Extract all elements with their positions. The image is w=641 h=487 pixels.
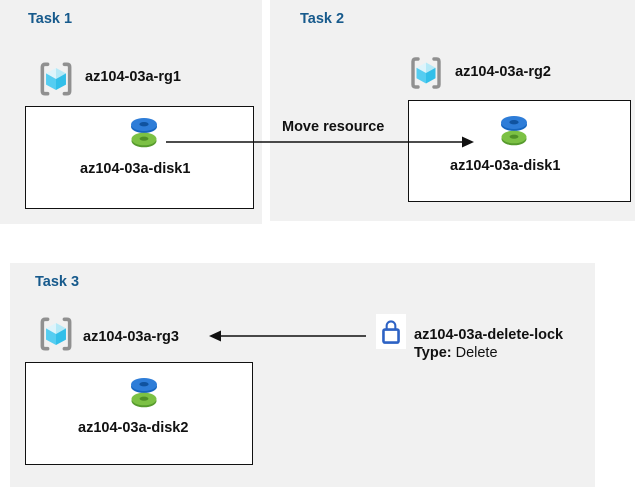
task2-disk-label: az104-03a-disk1 xyxy=(450,158,561,174)
resource-group-icon xyxy=(406,53,446,93)
move-resource-arrow xyxy=(166,134,476,150)
lock-chip xyxy=(376,314,406,349)
task1-disk-label: az104-03a-disk1 xyxy=(80,161,191,177)
task1-resource-group-label: az104-03a-rg1 xyxy=(85,69,181,85)
lock-arrow xyxy=(206,328,368,344)
lock-type-key: Type: xyxy=(414,345,452,361)
lock-icon xyxy=(378,317,404,347)
disk-icon xyxy=(496,112,532,148)
disk-icon xyxy=(126,374,162,410)
task2-panel: Task 2 az104-03a-rg2 az104-03a-disk1 xyxy=(270,0,635,221)
lock-type-label: Type:Delete xyxy=(414,345,498,362)
resource-group-icon xyxy=(35,58,77,100)
task3-title: Task 3 xyxy=(35,274,80,290)
task2-resource-group-label: az104-03a-rg2 xyxy=(455,64,551,80)
disk-icon xyxy=(126,114,162,150)
task2-title: Task 2 xyxy=(300,11,345,27)
lock-type-value: Delete xyxy=(455,345,498,361)
task3-disk-label: az104-03a-disk2 xyxy=(78,420,189,436)
lock-name-label: az104-03a-delete-lock xyxy=(414,327,564,343)
resource-group-icon xyxy=(35,313,77,355)
task3-panel: Task 3 az104-03a-rg3 az104-03a-disk2 xyxy=(10,263,595,487)
move-resource-label: Move resource xyxy=(282,119,385,135)
task1-title: Task 1 xyxy=(28,11,73,27)
task1-panel: Task 1 az104-03a-rg1 az104-03a-disk1 xyxy=(0,0,262,224)
task3-resource-group-label: az104-03a-rg3 xyxy=(83,329,179,345)
